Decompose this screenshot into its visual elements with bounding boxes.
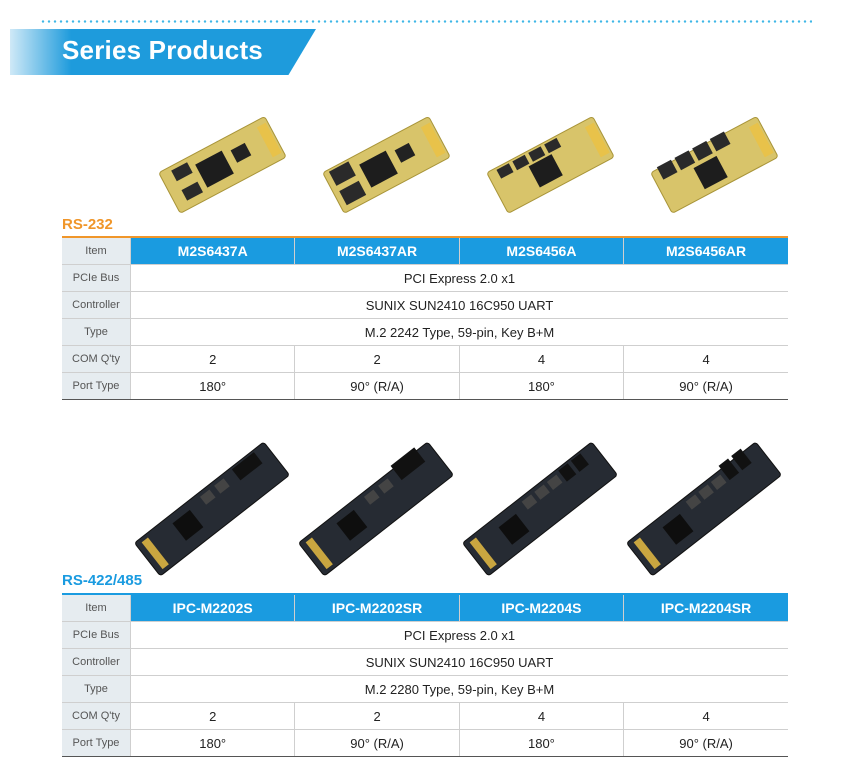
model-cell: M2S6456AR xyxy=(623,237,788,265)
model-cell: M2S6437A xyxy=(130,237,296,265)
rs422-485-spec-table: Item IPC-M2202S IPC-M2202SR IPC-M2204S I… xyxy=(62,593,788,757)
table-row-pcie-bus: PCIe Bus PCI Express 2.0 x1 xyxy=(62,264,788,292)
com-qty-cell: 2 xyxy=(130,345,296,373)
model-cell: IPC-M2204S xyxy=(459,594,625,622)
rs232-spec-table: Item M2S6437A M2S6437AR M2S6456A M2S6456… xyxy=(62,236,788,400)
type-value: M.2 2280 Type, 59-pin, Key B+M xyxy=(130,675,788,703)
model-cell: M2S6456A xyxy=(459,237,625,265)
page-title: Series Products xyxy=(62,35,263,65)
dotted-divider xyxy=(40,20,812,23)
table-row-com-qty: COM Q'ty 2 2 4 4 xyxy=(62,702,788,730)
table-row-controller: Controller SUNIX SUN2410 16C950 UART xyxy=(62,291,788,319)
section-title-rs422-485: RS-422/485 xyxy=(62,572,143,589)
type-value: M.2 2242 Type, 59-pin, Key B+M xyxy=(130,318,788,346)
table-row-item: Item IPC-M2202S IPC-M2202SR IPC-M2204S I… xyxy=(62,594,788,622)
table-row-pcie-bus: PCIe Bus PCI Express 2.0 x1 xyxy=(62,621,788,649)
model-cell: IPC-M2202S xyxy=(130,594,296,622)
controller-value: SUNIX SUN2410 16C950 UART xyxy=(130,291,788,319)
port-type-cell: 90° (R/A) xyxy=(623,729,788,757)
product-image-ipc-m2202s xyxy=(135,442,289,576)
rs232-product-images xyxy=(130,108,790,220)
row-label-type: Type xyxy=(62,675,131,703)
product-image-ipc-m2202sr xyxy=(299,442,453,576)
row-label-controller: Controller xyxy=(62,291,131,319)
port-type-cell: 180° xyxy=(459,372,625,400)
row-label-item: Item xyxy=(62,594,131,622)
table-row-controller: Controller SUNIX SUN2410 16C950 UART xyxy=(62,648,788,676)
section-banner: Series Products xyxy=(10,29,316,75)
com-qty-cell: 2 xyxy=(130,702,296,730)
row-label-controller: Controller xyxy=(62,648,131,676)
port-type-cell: 180° xyxy=(130,372,296,400)
row-label-port-type: Port Type xyxy=(62,372,131,400)
com-qty-cell: 4 xyxy=(459,702,625,730)
port-type-cell: 90° (R/A) xyxy=(294,729,460,757)
port-type-cell: 90° (R/A) xyxy=(623,372,788,400)
row-label-com-qty: COM Q'ty xyxy=(62,702,131,730)
model-cell: M2S6437AR xyxy=(294,237,460,265)
model-cell: IPC-M2204SR xyxy=(623,594,788,622)
com-qty-cell: 4 xyxy=(623,345,788,373)
row-label-type: Type xyxy=(62,318,131,346)
section-title-rs232: RS-232 xyxy=(62,216,113,233)
com-qty-cell: 4 xyxy=(623,702,788,730)
product-image-m2s6437ar xyxy=(323,116,450,213)
model-cell: IPC-M2202SR xyxy=(294,594,460,622)
table-row-port-type: Port Type 180° 90° (R/A) 180° 90° (R/A) xyxy=(62,372,788,400)
port-type-cell: 180° xyxy=(130,729,296,757)
product-image-m2s6456ar xyxy=(651,116,778,213)
pcie-bus-value: PCI Express 2.0 x1 xyxy=(130,621,788,649)
port-type-cell: 90° (R/A) xyxy=(294,372,460,400)
table-row-type: Type M.2 2280 Type, 59-pin, Key B+M xyxy=(62,675,788,703)
table-row-type: Type M.2 2242 Type, 59-pin, Key B+M xyxy=(62,318,788,346)
rs422-product-images xyxy=(130,436,790,582)
com-qty-cell: 2 xyxy=(294,345,460,373)
port-type-cell: 180° xyxy=(459,729,625,757)
pcie-bus-value: PCI Express 2.0 x1 xyxy=(130,264,788,292)
row-label-item: Item xyxy=(62,237,131,265)
table-row-port-type: Port Type 180° 90° (R/A) 180° 90° (R/A) xyxy=(62,729,788,757)
controller-value: SUNIX SUN2410 16C950 UART xyxy=(130,648,788,676)
row-label-pcie-bus: PCIe Bus xyxy=(62,621,131,649)
product-image-ipc-m2204s xyxy=(463,442,617,576)
product-image-m2s6456a xyxy=(487,116,614,213)
com-qty-cell: 4 xyxy=(459,345,625,373)
row-label-port-type: Port Type xyxy=(62,729,131,757)
table-row-com-qty: COM Q'ty 2 2 4 4 xyxy=(62,345,788,373)
product-image-m2s6437a xyxy=(159,116,286,213)
table-row-item: Item M2S6437A M2S6437AR M2S6456A M2S6456… xyxy=(62,237,788,265)
row-label-pcie-bus: PCIe Bus xyxy=(62,264,131,292)
row-label-com-qty: COM Q'ty xyxy=(62,345,131,373)
product-image-ipc-m2204sr xyxy=(627,442,781,576)
com-qty-cell: 2 xyxy=(294,702,460,730)
